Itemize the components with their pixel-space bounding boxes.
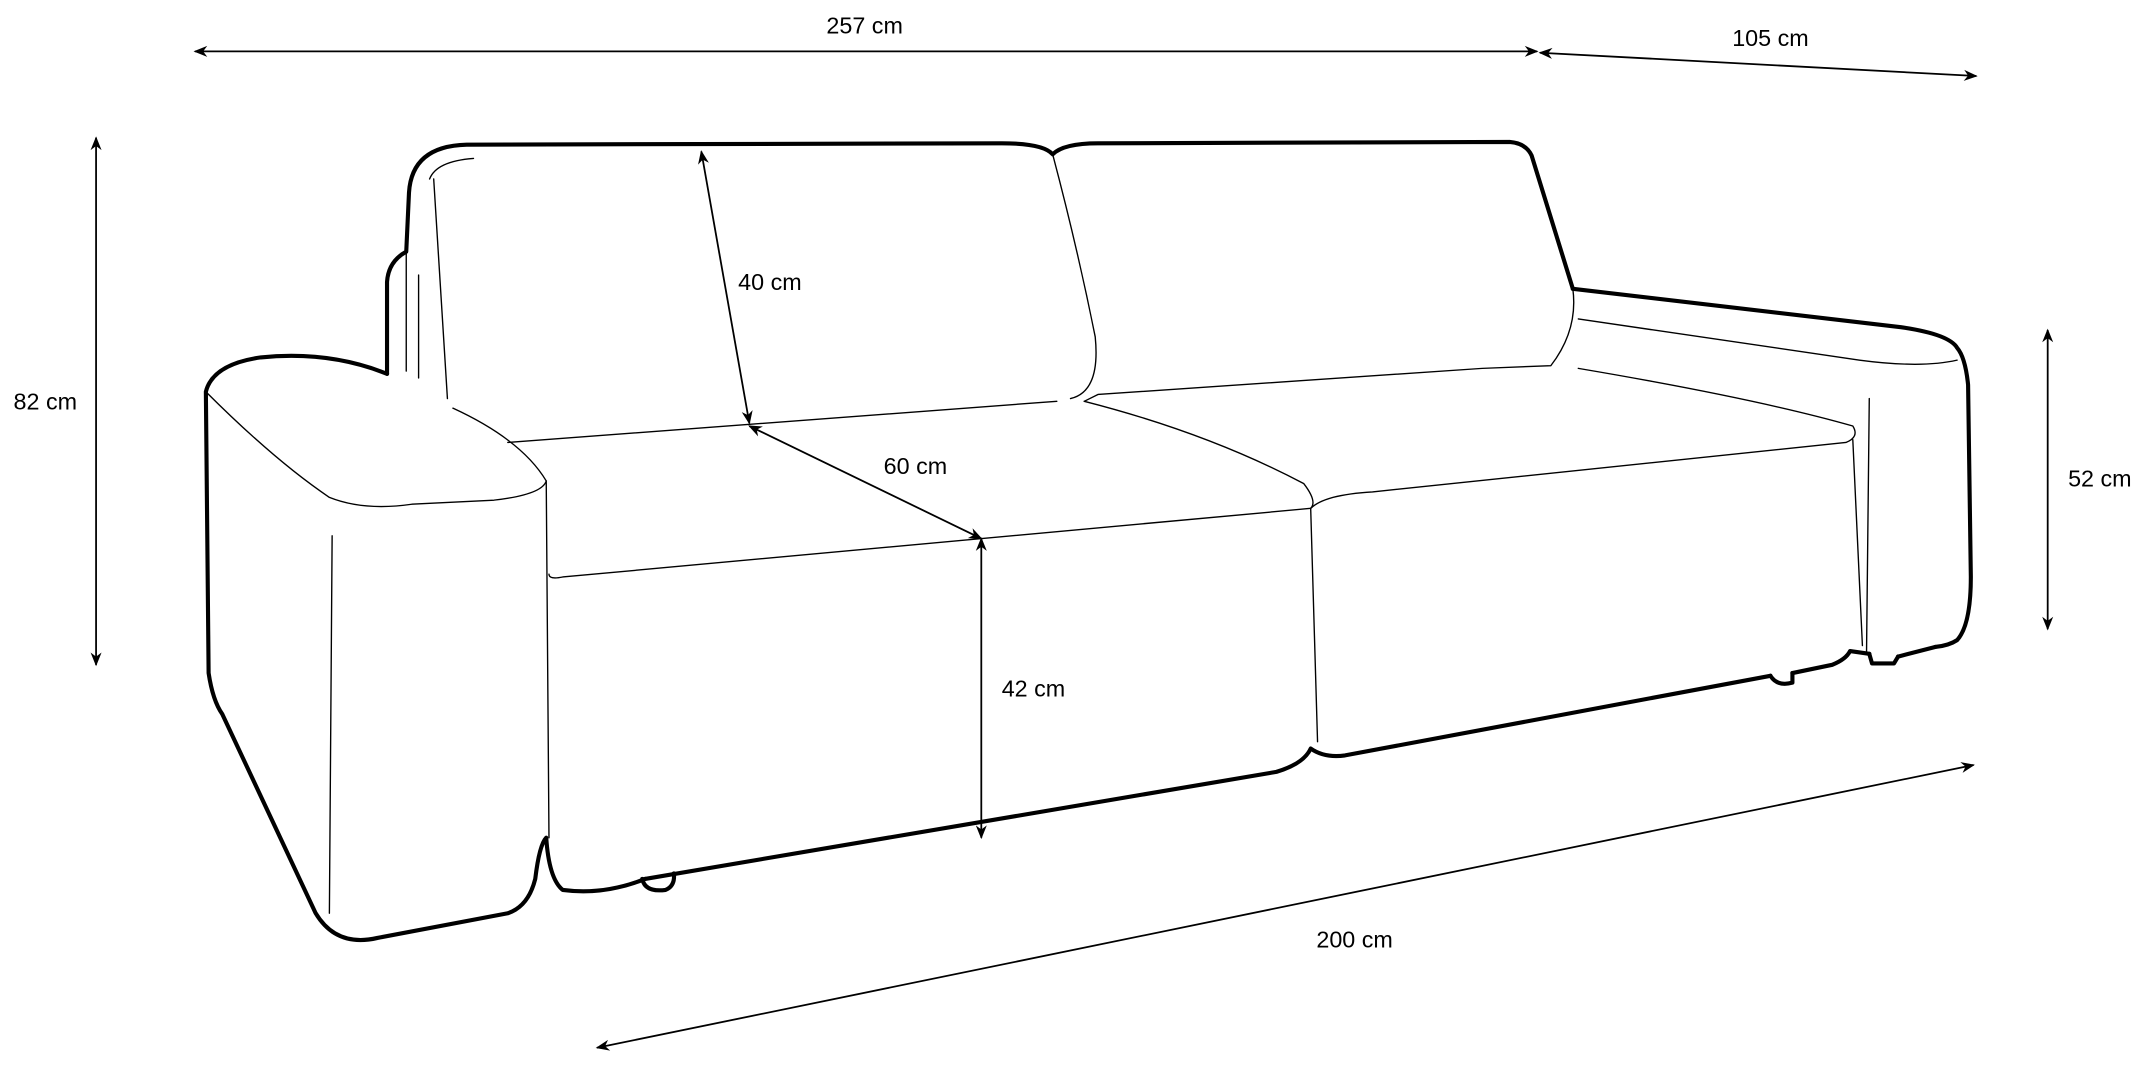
total-width-label: 257 cm <box>826 12 903 38</box>
depth-label: 105 cm <box>1732 25 1808 51</box>
seat-depth-arrow <box>748 425 983 540</box>
backrest-height-arrow <box>698 150 753 425</box>
armrest-height-label: 52 cm <box>2068 465 2132 491</box>
seat-depth-label: 60 cm <box>884 453 948 479</box>
seat-height-label: 42 cm <box>1002 675 1066 701</box>
total-height-label: 82 cm <box>14 389 78 415</box>
seat-width-arrow <box>595 762 1975 1051</box>
backrest-height-label: 40 cm <box>738 269 802 295</box>
dimension-labels: 257 cm 105 cm 82 cm 40 cm 60 cm 42 cm 52… <box>14 12 2132 952</box>
depth-arrow <box>1538 47 1978 81</box>
dimension-lines <box>90 45 2054 1051</box>
seat-width-label: 200 cm <box>1316 927 1393 953</box>
